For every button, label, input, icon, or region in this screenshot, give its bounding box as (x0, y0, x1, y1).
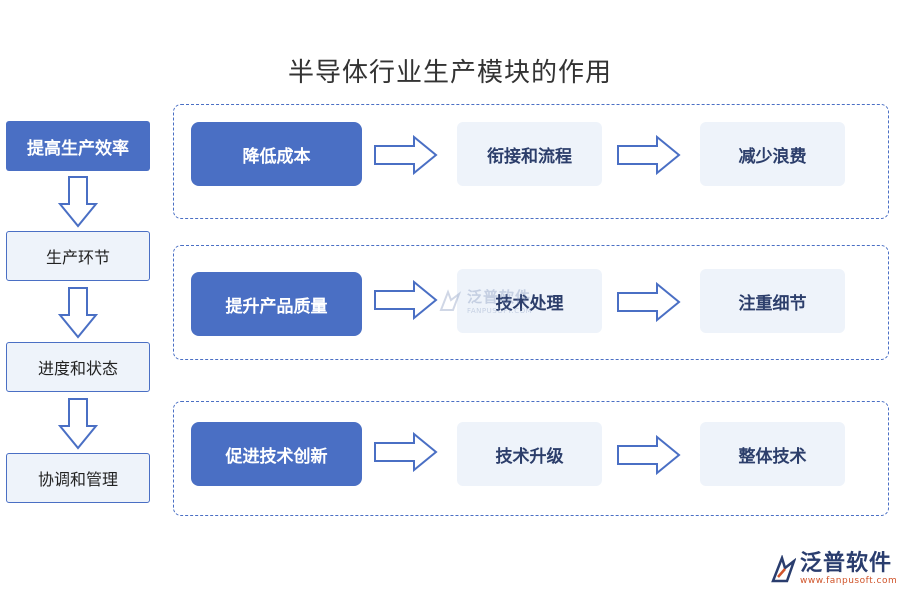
row-group-innovation (173, 401, 889, 516)
right-arrow-icon (374, 432, 438, 472)
row-step2-innovation: 整体技术 (700, 422, 845, 486)
right-arrow-icon (617, 435, 681, 475)
brand-logo-icon (771, 554, 796, 582)
right-arrow-icon (617, 282, 681, 322)
left-item-efficiency: 提高生产效率 (6, 121, 150, 171)
right-arrow-icon (374, 135, 438, 175)
brand-logo-text: 泛普软件 (800, 551, 893, 576)
right-arrow-icon (374, 280, 438, 320)
watermark-logo-icon (439, 288, 462, 311)
row-step1-cost: 衔接和流程 (457, 122, 602, 186)
brand-logo-url: www.fanpusoft.com (800, 576, 898, 586)
watermark-url: FANPUSOFT.COM (467, 307, 533, 315)
watermark-text: 泛普软件 (467, 288, 532, 306)
left-item-production-step: 生产环节 (6, 231, 150, 281)
right-arrow-icon (617, 135, 681, 175)
diagram-title: 半导体行业生产模块的作用 (287, 58, 612, 88)
left-item-progress-status: 进度和状态 (6, 342, 150, 392)
brand-logo: 泛普软件 www.fanpusoft.com (770, 552, 897, 587)
row-main-cost: 降低成本 (191, 122, 362, 186)
down-arrow-icon (58, 287, 98, 339)
down-arrow-icon (58, 176, 98, 228)
row-group-quality (173, 245, 889, 360)
row-step1-quality: 技术处理 (457, 269, 602, 333)
row-step2-cost: 减少浪费 (700, 122, 845, 186)
row-main-innovation: 促进技术创新 (191, 422, 362, 486)
watermark: 泛普软件 FANPUSOFT.COM (437, 286, 532, 315)
row-step2-quality: 注重细节 (700, 269, 845, 333)
row-main-quality: 提升产品质量 (191, 272, 362, 336)
left-item-coordination: 协调和管理 (6, 453, 150, 503)
down-arrow-icon (58, 398, 98, 450)
row-group-cost (173, 104, 889, 219)
row-step1-innovation: 技术升级 (457, 422, 602, 486)
